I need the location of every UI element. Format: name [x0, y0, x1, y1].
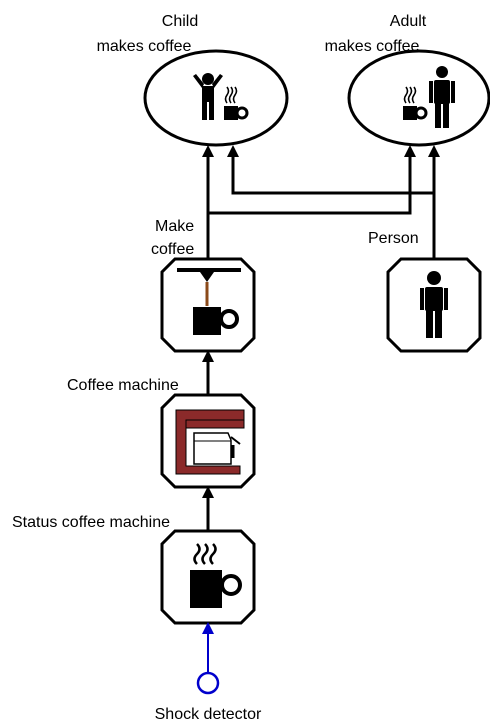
label-adult-line2: makes coffee: [325, 38, 420, 55]
coffee-machine-icon: [175, 409, 245, 475]
edges: [202, 145, 440, 672]
label-make-line1: Make: [155, 218, 194, 235]
sensor-circle-icon: [196, 671, 220, 695]
label-coffee-machine: Coffee machine: [67, 377, 179, 394]
coffee-dispensing-icon: [177, 268, 241, 335]
label-make-line2: coffee: [151, 241, 194, 258]
node-coffee-machine[interactable]: [160, 393, 256, 489]
node-status-coffee-machine[interactable]: [160, 529, 256, 625]
person-icon: [420, 271, 448, 338]
node-person[interactable]: [386, 257, 482, 353]
node-child-makes-coffee[interactable]: [143, 49, 289, 147]
child-with-coffee-icon: [193, 73, 249, 120]
label-shock-detector: Shock detector: [155, 706, 262, 722]
label-child-line1: Child: [162, 13, 198, 30]
adult-with-coffee-icon: [403, 66, 455, 128]
node-adult-makes-coffee[interactable]: [347, 49, 490, 147]
label-child-line2: makes coffee: [97, 38, 192, 55]
hot-coffee-cup-icon: [190, 543, 242, 608]
label-person: Person: [368, 230, 419, 247]
node-shock-detector[interactable]: [196, 671, 220, 695]
edge-make-to-adult: [206, 155, 412, 225]
node-make-coffee[interactable]: [160, 257, 256, 353]
label-status-coffee-machine: Status coffee machine: [12, 514, 170, 531]
edge-person-to-child: [231, 155, 436, 200]
label-adult-line1: Adult: [390, 13, 427, 30]
